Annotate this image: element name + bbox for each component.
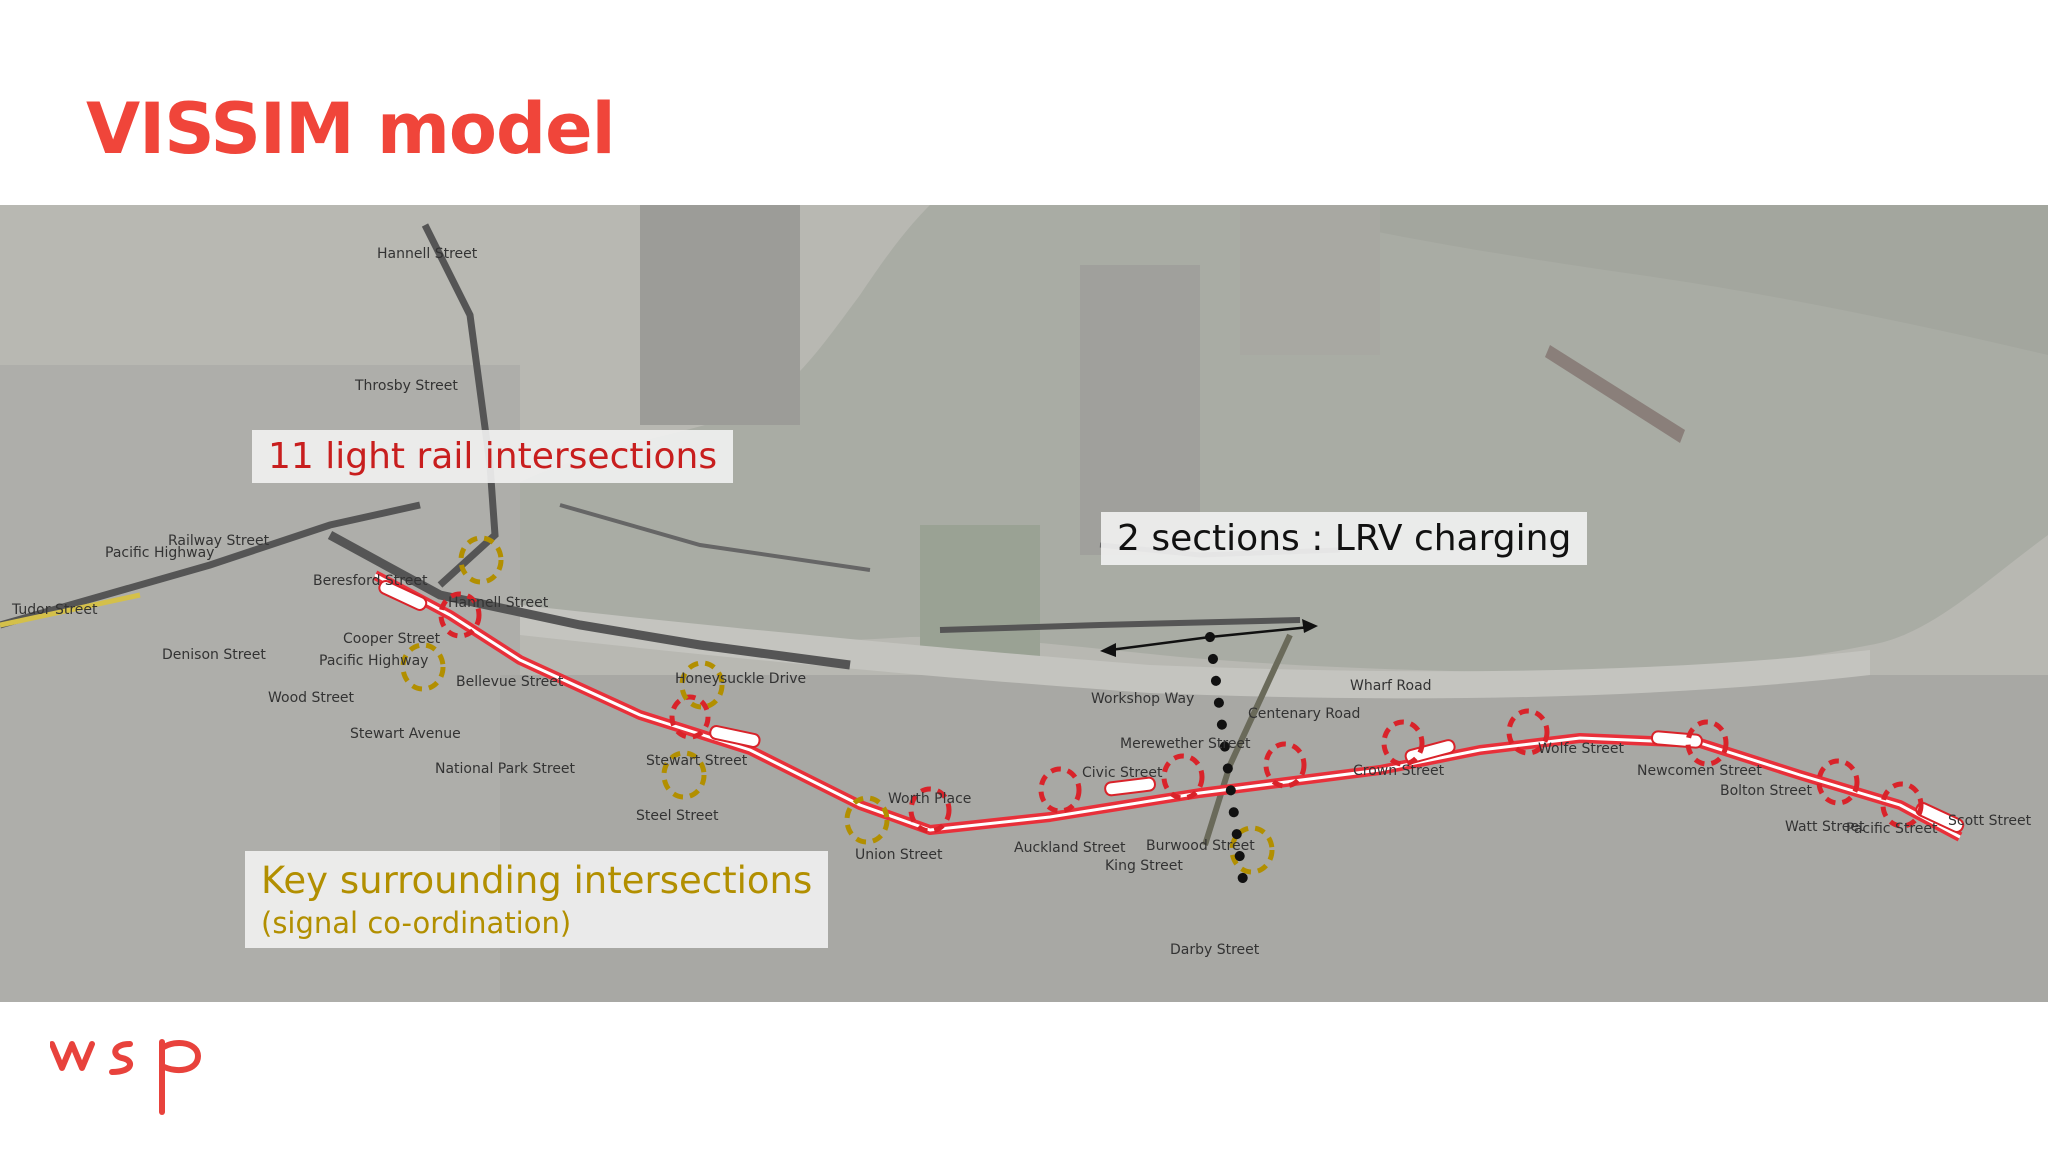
street-label: Railway Street [168,533,270,549]
street-label: Hannell Street [448,595,549,611]
lrv-vehicle [1104,776,1156,797]
charging-section-divider [1205,632,1250,900]
street-label: Burwood Street [1146,838,1255,854]
light-rail-intersection [1161,753,1205,801]
street-label: Denison Street [162,647,266,663]
key-intersections-callout: Key surrounding intersections (signal co… [245,851,829,948]
street-label: Steel Street [636,808,719,824]
light-rail-intersection [1880,781,1924,829]
charging-arrowhead-right [1302,619,1318,633]
key-intersection [844,795,890,845]
road-civic [939,617,1301,633]
light-rail-intersection [1816,758,1860,806]
lrv-vehicle [378,579,428,611]
light-rail-intersection [1506,708,1550,756]
street-label: Pacific Street [1846,821,1938,837]
street-label: Honeysuckle Drive [675,671,806,687]
lrv-vehicle [1404,739,1456,764]
light-rail-intersection [908,786,952,834]
street-label: Scott Street [1948,813,2032,829]
key-intersections-title: Key surrounding intersections [261,859,813,902]
lrv-vehicle [709,725,761,748]
lrv-charging-callout: 2 sections : LRV charging [1101,512,1588,565]
street-label: Stewart Avenue [350,726,461,742]
light-rail-intersection [1381,719,1425,767]
ship [1545,345,1685,443]
road-tudor [0,592,141,628]
street-label: Cooper Street [343,631,441,647]
street-label: Hannell Street [377,246,478,262]
street-label: Civic Street [1082,765,1163,781]
street-label: Beresford Street [313,573,428,589]
aerial-map: Hannell Street Throsby Street Railway St… [0,205,2048,1002]
street-label: Wolfe Street [1538,741,1625,757]
street-label: Throsby Street [354,378,458,394]
port-area-east [1240,205,1380,355]
light-rail-intersection [1263,741,1307,789]
charging-arrow-right [1209,625,1311,639]
street-label: Crown Street [1353,763,1445,779]
street-label: Auckland Street [1014,840,1126,856]
street-label: National Park Street [435,761,576,777]
harbour-water [462,205,2048,674]
city-block-south [500,675,2048,1002]
street-label: Worth Place [888,791,971,807]
street-label: Pacific Highway [105,545,214,561]
street-label: Watt Street [1785,819,1865,835]
road-stewart [327,531,851,670]
street-label: Centenary Road [1248,706,1360,722]
street-label: Stewart Street [646,753,748,769]
street-label: Pacific Highway [319,653,428,669]
key-intersection [458,535,504,585]
port-area-west [640,205,800,425]
lrv-vehicle [1915,801,1965,833]
street-label: Bellevue Street [456,674,564,690]
key-intersection [1229,825,1275,875]
foreshore-strip [520,605,1870,699]
road-honeysuckle [559,503,871,572]
slide-title: VISSIM model [86,88,616,170]
light-rail-intersection [1038,766,1082,814]
street-label: King Street [1105,858,1183,874]
street-label: Union Street [855,847,943,863]
key-intersections-subtitle: (signal co-ordination) [261,906,572,940]
light-rail-route-centre [374,573,1961,839]
light-rail-intersections-callout: 11 light rail intersections [252,430,734,483]
street-label: Merewether Street [1120,736,1251,752]
key-intersection [679,660,725,710]
light-rail-intersection [438,591,482,639]
road-hunter-west [0,501,421,629]
key-intersection [661,750,707,800]
street-label: Darby Street [1170,942,1260,958]
light-rail-intersection [669,694,711,740]
street-label: Wood Street [268,690,355,706]
street-label: Bolton Street [1720,783,1812,799]
street-label: Wharf Road [1350,678,1432,694]
charging-arrow-left [1109,635,1211,652]
street-label: Newcomen Street [1637,763,1762,779]
park-area [920,525,1040,665]
charging-arrowhead-left [1100,643,1116,657]
street-label: Workshop Way [1091,691,1194,707]
street-label: Tudor Street [11,602,98,618]
wsp-logo [50,1039,201,1115]
key-intersection [400,642,446,692]
port-area-middle [1080,265,1200,555]
river-channel [1250,205,2048,355]
light-rail-intersection [1685,719,1729,767]
